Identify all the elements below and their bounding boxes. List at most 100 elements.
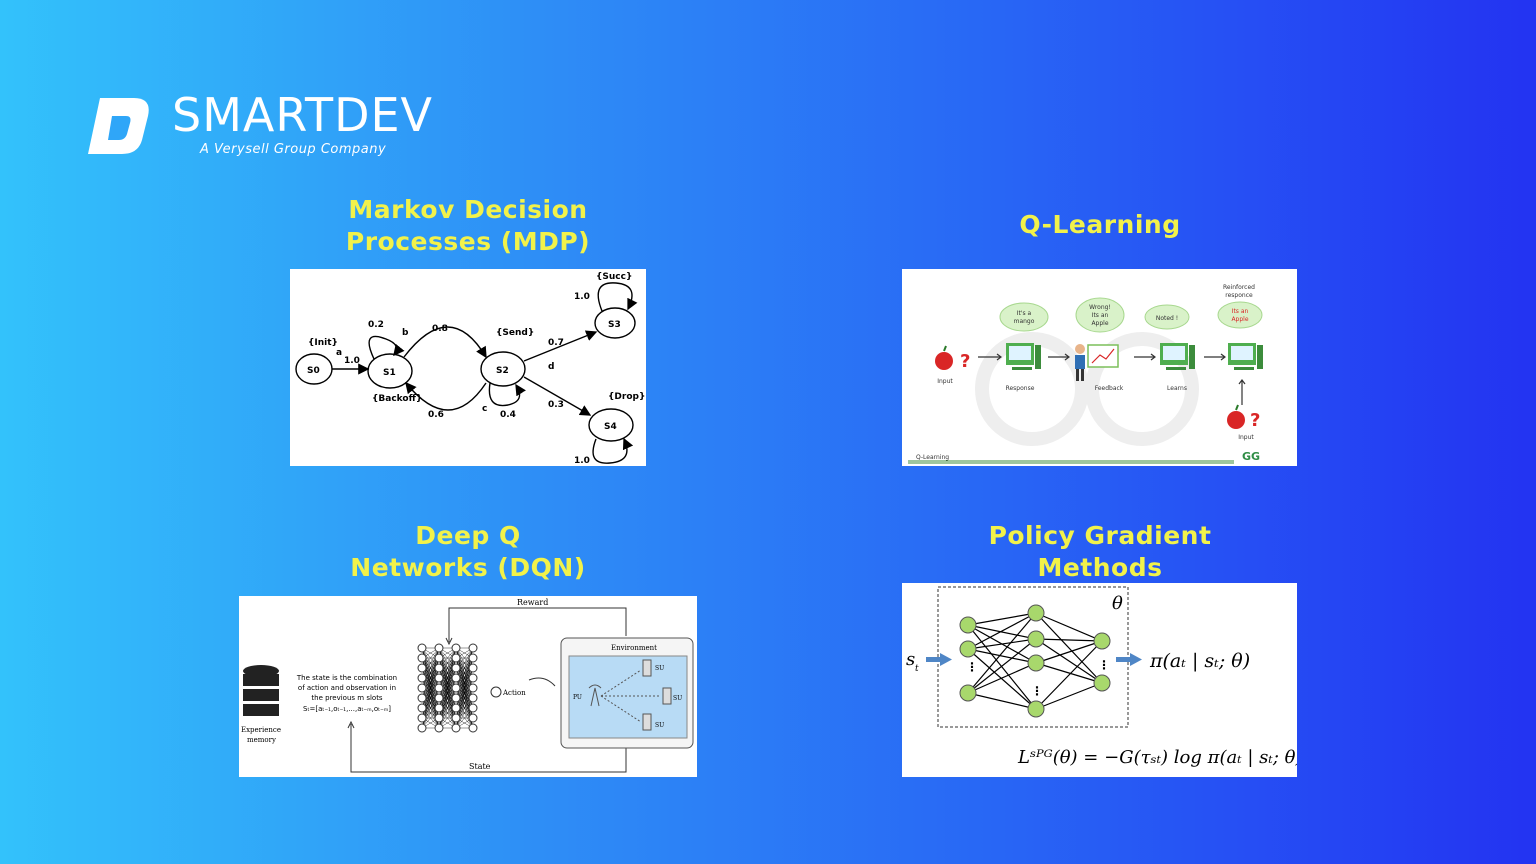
network-edge bbox=[967, 624, 1037, 640]
pg-input-subscript: t bbox=[915, 664, 919, 674]
question-icon: ? bbox=[960, 351, 970, 372]
network-node bbox=[417, 653, 427, 663]
network-node bbox=[451, 723, 461, 733]
network-edge bbox=[967, 624, 1037, 710]
speech-bubble bbox=[1075, 297, 1125, 333]
pg-title-line2: Methods bbox=[1037, 553, 1163, 582]
bubble-text: Its an bbox=[1092, 312, 1109, 319]
mdp-title-line2: Processes (MDP) bbox=[345, 227, 591, 256]
pg-loss-formula: Lˢᴾᴳ(θ) = −G(τₛₜ) log π(aₜ | sₜ; θ) bbox=[1017, 747, 1297, 768]
pg-input-label: s bbox=[906, 649, 915, 670]
mdp-action-c: c bbox=[482, 404, 487, 414]
smartdev-logo-icon bbox=[88, 98, 149, 154]
network-edge bbox=[967, 662, 1037, 694]
memory-label: memory bbox=[247, 736, 276, 744]
theta-label: θ bbox=[1112, 593, 1123, 614]
qlearning-diagram: ? bbox=[902, 269, 1297, 466]
mdp-prob-9: 1.0 bbox=[574, 456, 590, 466]
network-edge bbox=[967, 638, 1037, 650]
mdp-s1-label: S1 bbox=[383, 368, 396, 378]
network-node bbox=[434, 703, 444, 713]
mdp-s4-label: S4 bbox=[604, 422, 617, 432]
brand-logo: SMARTDEV A Verysell Group Company bbox=[86, 88, 466, 164]
network-edge bbox=[1035, 612, 1103, 684]
dots-label: ⋮ bbox=[966, 660, 978, 674]
pg-output-label: π(aₜ | sₜ; θ) bbox=[1149, 650, 1250, 672]
apple-icon bbox=[935, 345, 953, 370]
step-label: Response bbox=[1006, 385, 1035, 392]
dqn-state-label: State bbox=[469, 762, 491, 771]
network-node bbox=[468, 663, 478, 673]
dqn-diagram: Reward State Experience memory The state… bbox=[239, 596, 697, 777]
bubble-text: It's a bbox=[1017, 310, 1032, 317]
dqn-formula: Sₜ=[aₜ₋₁,oₜ₋₁,...,aₜ₋ₘ,oₜ₋ₘ] bbox=[303, 705, 391, 713]
speech-bubble bbox=[1144, 304, 1190, 330]
network-node bbox=[417, 643, 427, 653]
network-node bbox=[434, 643, 444, 653]
brand-name: SMARTDEV bbox=[172, 88, 434, 142]
bubble-text: Wrong! bbox=[1089, 304, 1111, 311]
network-node bbox=[417, 663, 427, 673]
dqn-title-line1: Deep Q bbox=[415, 521, 521, 550]
network-edge bbox=[1035, 638, 1103, 684]
mdp-prob-6: 0.7 bbox=[548, 338, 564, 348]
mdp-drop-label: {Drop} bbox=[608, 392, 645, 402]
network-node bbox=[1027, 604, 1045, 622]
network-edge bbox=[438, 647, 457, 679]
network-node bbox=[451, 653, 461, 663]
network-node bbox=[434, 683, 444, 693]
network-node bbox=[417, 693, 427, 703]
dots-label: ⋮ bbox=[1098, 658, 1110, 672]
pg-diagram: θ s t ⋮ ⋮ ⋮ π(aₜ | sₜ; θ) Lˢᴾᴳ(θ) = −G(τ… bbox=[902, 583, 1297, 777]
mdp-prob-1: 1.0 bbox=[344, 356, 360, 366]
network-node bbox=[417, 673, 427, 683]
speech-bubble bbox=[1217, 301, 1263, 329]
network-edge bbox=[967, 612, 1037, 694]
network-node bbox=[959, 616, 977, 634]
dots-label: ⋮ bbox=[1031, 684, 1043, 698]
network-edge bbox=[1035, 640, 1103, 710]
gfg-logo-icon: GG bbox=[1242, 450, 1260, 463]
computer-icon bbox=[1228, 343, 1263, 370]
network-node bbox=[417, 713, 427, 723]
mdp-state-s2 bbox=[480, 351, 526, 387]
network-node bbox=[451, 703, 461, 713]
dqn-description: the previous m slots bbox=[311, 694, 383, 702]
pg-title: Policy Gradient Methods bbox=[950, 520, 1250, 584]
arrow-right-icon bbox=[926, 653, 952, 666]
network-node bbox=[1027, 630, 1045, 648]
network-node bbox=[434, 673, 444, 683]
su-label: SU bbox=[655, 722, 664, 729]
network-node bbox=[451, 643, 461, 653]
network-node bbox=[468, 683, 478, 693]
network-edge bbox=[438, 697, 457, 729]
network-edge bbox=[455, 647, 474, 679]
mdp-s3-label: S3 bbox=[608, 320, 621, 330]
mdp-title-line1: Markov Decision bbox=[348, 195, 588, 224]
mdp-diagram: S0 S1 S2 S3 S4 {Init} {Backoff} {Send} {… bbox=[290, 269, 646, 466]
mdp-action-a: a bbox=[336, 348, 342, 358]
mdp-prob-3: 0.8 bbox=[432, 324, 448, 334]
mdp-action-d: d bbox=[548, 362, 554, 372]
network-node bbox=[417, 683, 427, 693]
bubble-text: mango bbox=[1014, 318, 1035, 325]
network-node bbox=[451, 683, 461, 693]
bubble-text: Apple bbox=[1091, 320, 1108, 327]
step-label: Input bbox=[1238, 434, 1254, 441]
step-label: Learns bbox=[1167, 385, 1187, 392]
network-edge bbox=[1035, 640, 1103, 664]
network-edge bbox=[455, 697, 474, 729]
network-edge bbox=[421, 647, 440, 679]
mdp-prob-8: 1.0 bbox=[574, 292, 590, 302]
network-node bbox=[417, 723, 427, 733]
database-icon bbox=[243, 665, 279, 716]
mdp-send-label: {Send} bbox=[496, 328, 534, 338]
apple-icon bbox=[1227, 404, 1245, 429]
network-node bbox=[417, 703, 427, 713]
dqn-reward-label: Reward bbox=[517, 598, 548, 607]
network-edge bbox=[967, 612, 1037, 650]
teacher-icon bbox=[1075, 344, 1119, 381]
dqn-title: Deep Q Networks (DQN) bbox=[318, 520, 618, 584]
network-node bbox=[451, 663, 461, 673]
network-node bbox=[468, 693, 478, 703]
